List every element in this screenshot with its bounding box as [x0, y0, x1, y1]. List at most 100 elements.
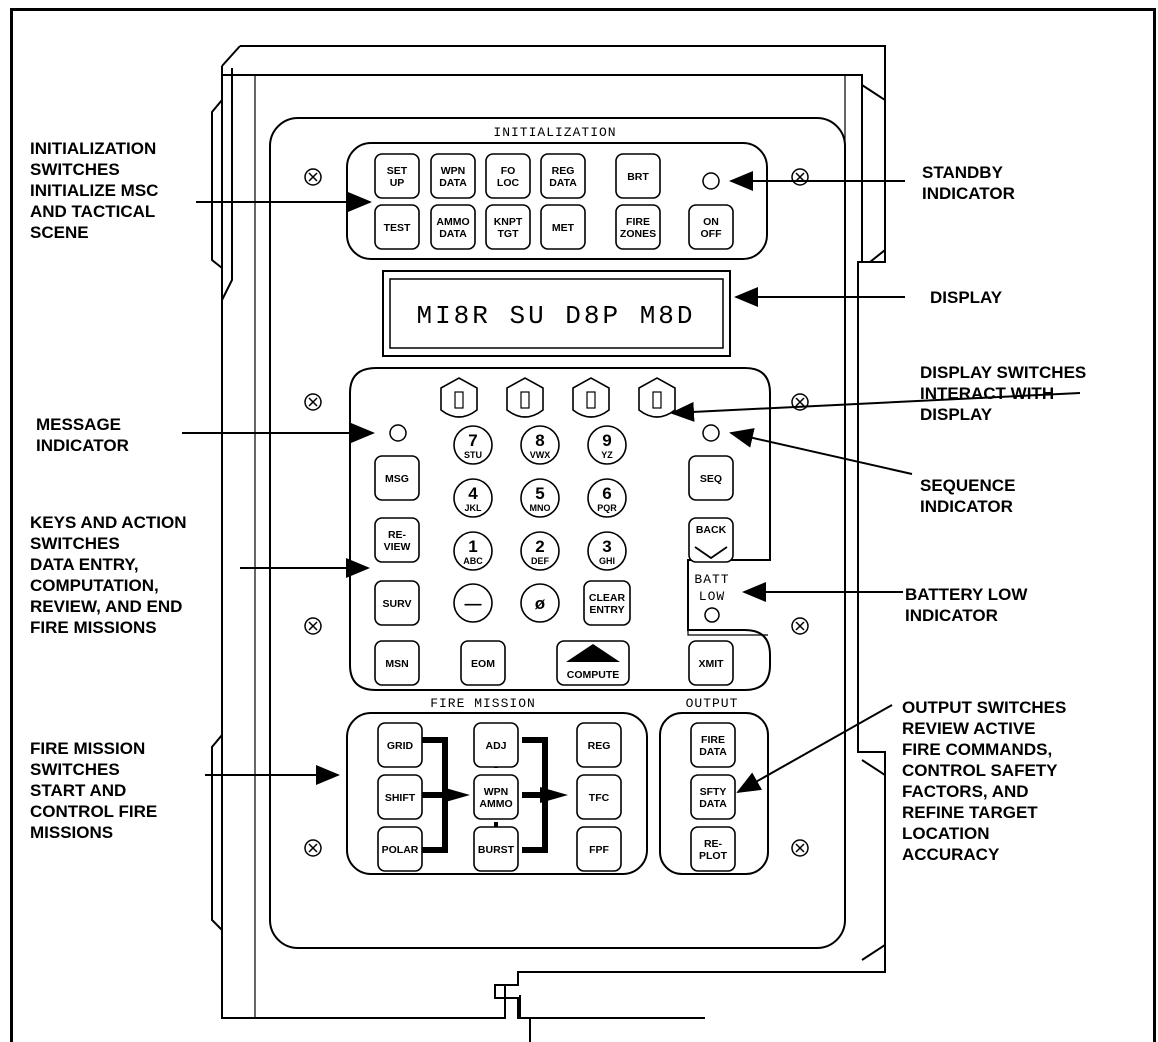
sfty-data-key-label: DATA — [699, 798, 727, 810]
review-key-label: VIEW — [384, 541, 411, 553]
grid-key[interactable]: GRID — [377, 722, 423, 768]
fire-data-key-label: DATA — [699, 746, 727, 758]
panel-screws — [304, 168, 809, 857]
replot-key[interactable]: RE-PLOT — [690, 826, 736, 872]
msg-key-label: MSG — [385, 473, 409, 485]
numpad-key-2-digit: 8 — [535, 431, 544, 450]
review-key[interactable]: RE-VIEW — [374, 517, 420, 563]
numpad-key-3-digit: 9 — [602, 431, 611, 450]
fo-loc-key-label: LOC — [497, 177, 520, 189]
numpad-key-6-letters: PQR — [597, 503, 617, 513]
display-bezel — [382, 270, 731, 357]
wpn-data-key-label: DATA — [439, 177, 467, 189]
seq-key[interactable]: SEQ — [688, 455, 734, 501]
seq-key-label: SEQ — [700, 473, 722, 485]
back-key-label: BACK — [696, 524, 727, 536]
brt-key[interactable]: BRT — [615, 153, 661, 199]
numpad-key-3[interactable]: 9YZ — [587, 425, 627, 465]
numpad-key-4-digit: 4 — [468, 484, 478, 503]
callout-arrows — [182, 171, 1081, 793]
fire-zones-key-label: ZONES — [620, 228, 656, 240]
numpad-key-8-digit: 2 — [535, 537, 544, 556]
standby-indicator-led — [702, 172, 720, 190]
sequence-indicator-led — [702, 424, 720, 442]
adj-key-label: ADJ — [485, 740, 506, 752]
numpad-key-11[interactable]: ø — [520, 583, 560, 623]
msn-key-label: MSN — [385, 658, 408, 670]
section-label-fire-mission: FIRE MISSION — [430, 696, 536, 711]
display-softkey-4[interactable] — [638, 377, 676, 418]
met-key[interactable]: MET — [540, 204, 586, 250]
tfc-key[interactable]: TFC — [576, 774, 622, 820]
ammo-data-key-label: AMMO — [436, 216, 469, 228]
back-key[interactable]: BACK — [688, 517, 734, 563]
polar-key-label: POLAR — [382, 844, 419, 856]
polar-key[interactable]: POLAR — [377, 826, 423, 872]
fire-mission-flow-bars — [422, 737, 568, 853]
callout-initialization-switches: INITIALIZATION SWITCHES INITIALIZE MSC A… — [30, 139, 159, 242]
numpad-key-10-digit: — — [465, 594, 482, 613]
display-softkey-2[interactable] — [506, 377, 544, 418]
fpf-key-label: FPF — [589, 844, 609, 856]
display-softkey-3[interactable] — [572, 377, 610, 418]
numpad-key-9-digit: 3 — [602, 537, 611, 556]
burst-key[interactable]: BURST — [473, 826, 519, 872]
surv-key[interactable]: SURV — [374, 580, 420, 626]
adj-key[interactable]: ADJ — [473, 722, 519, 768]
numpad-key-3-letters: YZ — [601, 450, 613, 460]
test-key[interactable]: TEST — [374, 204, 420, 250]
compute-arrow-icon — [566, 644, 620, 662]
numpad-key-9-letters: GHI — [599, 556, 615, 566]
grid-key-label: GRID — [387, 740, 414, 752]
wpn-data-key-label: WPN — [441, 165, 466, 177]
brt-key-label: BRT — [627, 171, 649, 183]
fpf-key[interactable]: FPF — [576, 826, 622, 872]
numpad-key-6-digit: 6 — [602, 484, 611, 503]
shift-key-label: SHIFT — [385, 792, 416, 804]
xmit-key[interactable]: XMIT — [688, 640, 734, 686]
output-group — [659, 712, 769, 875]
wpn-ammo-key-label: AMMO — [479, 798, 512, 810]
replot-key-label: RE- — [704, 838, 723, 850]
msn-key[interactable]: MSN — [374, 640, 420, 686]
msg-key[interactable]: MSG — [374, 455, 420, 501]
sfty-data-key-label: SFTY — [700, 786, 727, 798]
display-softkey-1[interactable] — [440, 377, 478, 418]
shift-key[interactable]: SHIFT — [377, 774, 423, 820]
on-off-key-label: OFF — [701, 228, 723, 240]
numpad-key-11-digit: ø — [535, 594, 546, 613]
eom-key[interactable]: EOM — [460, 640, 506, 686]
numpad-key-1-digit: 7 — [468, 431, 477, 450]
compute-key[interactable]: COMPUTE — [556, 640, 630, 686]
numpad-key-10[interactable]: — — [453, 583, 493, 623]
wpn-ammo-key-label: WPN — [484, 786, 509, 798]
fire-data-key-label: FIRE — [701, 734, 725, 746]
keypad-area — [349, 367, 771, 691]
surv-key-label: SURV — [383, 598, 412, 610]
callout-fire-mission-switches: FIRE MISSION SWITCHES START AND CONTROL … — [30, 739, 158, 842]
message-indicator-led — [389, 424, 407, 442]
section-label-initialization: INITIALIZATION — [493, 125, 616, 140]
reg-key[interactable]: REG — [576, 722, 622, 768]
